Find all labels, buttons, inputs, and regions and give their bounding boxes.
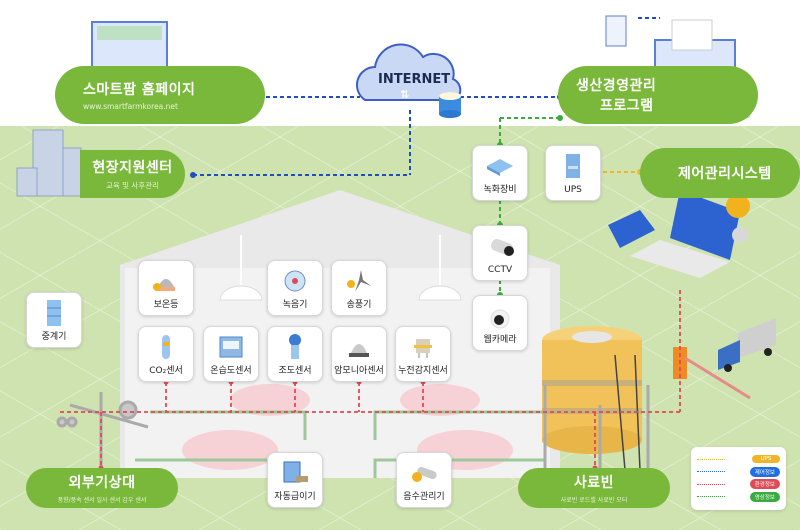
production-program-title-1: 생산경영관리 (576, 78, 657, 94)
auto-feeder-icon (279, 459, 311, 487)
support-center-node: 현장지원센터 교육 및 사후관리 (80, 150, 185, 198)
weather-station-node: 외부기상대 풍향/풍속 센서 일사 센서 감우 센서 (26, 468, 178, 508)
co2-sensor-icon (150, 333, 182, 361)
feed-bin-title: 사료빈 (573, 475, 615, 491)
water-valve-icon (408, 459, 440, 487)
device-illuminance-sensor[interactable]: 조도센서 (267, 326, 323, 382)
legend-badge: 영상정보 (749, 491, 780, 502)
device-webcam[interactable]: 웹카메라 (472, 295, 528, 351)
webcam-icon (484, 302, 516, 330)
recorder-icon (484, 152, 516, 180)
device-ammonia-sensor[interactable]: 암모니아센서 (331, 326, 387, 382)
ammonia-sensor-icon (343, 333, 375, 361)
weather-station-subtitle: 풍향/풍속 센서 일사 센서 감우 센서 (57, 497, 147, 504)
cctv-camera-icon (484, 232, 516, 260)
device-ups[interactable]: UPS (545, 145, 601, 201)
light-sensor-icon (279, 333, 311, 361)
buildings-illustration (16, 129, 82, 197)
device-auto-feeder[interactable]: 자동급이기 (267, 452, 323, 508)
device-label: 보온등 (153, 300, 179, 310)
weather-station-equipment (56, 392, 149, 466)
transfer-arrows-icon: ⇅ (400, 88, 410, 101)
device-blower[interactable]: 송풍기 (331, 260, 387, 316)
legend-badge: 제어정보 (749, 466, 780, 477)
legend-item-ups: UPS (697, 453, 780, 466)
homepage-node: 스마트팜 홈페이지 www.smartfarmkorea.net (55, 66, 265, 124)
environment-info-lines (60, 290, 681, 468)
device-cctv[interactable]: CCTV (472, 225, 528, 281)
ceiling-lamps (219, 235, 462, 301)
control-system-node: 제어관리시스템 (640, 148, 800, 198)
device-label: 자동급이기 (274, 492, 316, 502)
legend-item-control: 제어정보 (697, 466, 780, 479)
relay-server-icon (38, 299, 70, 327)
fan-icon (343, 267, 375, 295)
device-label: CCTV (487, 265, 513, 275)
device-relay[interactable]: 중계기 (26, 292, 82, 348)
device-temp-humidity-sensor[interactable]: 온습도센서 (203, 326, 259, 382)
legend-item-environment: 환경정보 (697, 478, 780, 491)
device-leakage-sensor[interactable]: 누전감지센서 (395, 326, 451, 382)
homepage-url: www.smartfarmkorea.net (83, 102, 178, 111)
legend-badge: 환경정보 (749, 479, 780, 490)
device-label: 웹카메라 (483, 335, 517, 345)
ups-server-icon (557, 152, 589, 180)
device-label: 암모니아센서 (334, 366, 384, 376)
device-water-manager[interactable]: 음수관리기 (396, 452, 452, 508)
device-label: 음수관리기 (403, 492, 445, 502)
legend-line (697, 483, 725, 485)
device-recorder[interactable]: 녹화장비 (472, 145, 528, 201)
legend-item-video: 영상정보 (697, 491, 780, 504)
video-info-lines (499, 117, 560, 295)
legend-line (697, 496, 725, 498)
leakage-sensor-icon (407, 333, 439, 361)
control-system-title: 제어관리시스템 (678, 166, 772, 182)
production-program-title-2: 프로그램 (600, 98, 654, 114)
truck (718, 318, 776, 372)
device-label: 송풍기 (346, 300, 372, 310)
device-sound-recorder[interactable]: 녹음기 (267, 260, 323, 316)
device-label: 조도센서 (278, 366, 312, 376)
legend-line (697, 471, 725, 473)
device-label: 중계기 (41, 332, 67, 342)
device-co2-sensor[interactable]: CO₂센서 (138, 326, 194, 382)
weather-station-title: 외부기상대 (68, 475, 136, 491)
legend-badge: UPS (752, 455, 780, 464)
internet-cloud (355, 43, 462, 118)
device-heat-lamp[interactable]: 보온등 (138, 260, 194, 316)
feed-bin-node: 사료빈 사료빈 로드셀 사료빈 모터 (518, 468, 670, 508)
device-label: 녹화장비 (483, 185, 517, 195)
database-icon (439, 92, 461, 118)
device-label: 온습도센서 (210, 366, 252, 376)
heat-lamp-icon (150, 267, 182, 295)
homepage-title: 스마트팜 홈페이지 (83, 82, 196, 98)
feed-bin-subtitle: 사료빈 로드셀 사료빈 모터 (560, 497, 628, 504)
legend-line (697, 458, 725, 460)
internet-label: INTERNET (378, 72, 451, 87)
support-center-subtitle: 교육 및 사후관리 (105, 181, 160, 190)
device-label: UPS (564, 185, 582, 195)
device-label: 녹음기 (282, 300, 308, 310)
sound-recorder-icon (279, 267, 311, 295)
device-label: 누전감지센서 (398, 366, 448, 376)
thermo-hygrometer-icon (215, 333, 247, 361)
device-label: CO₂센서 (149, 366, 183, 376)
legend: UPS 제어정보 환경정보 영상정보 (691, 447, 786, 510)
support-center-title: 현장지원센터 (92, 160, 173, 176)
production-program-node: 생산경영관리 프로그램 (558, 66, 758, 124)
control-info-lines (193, 17, 660, 176)
